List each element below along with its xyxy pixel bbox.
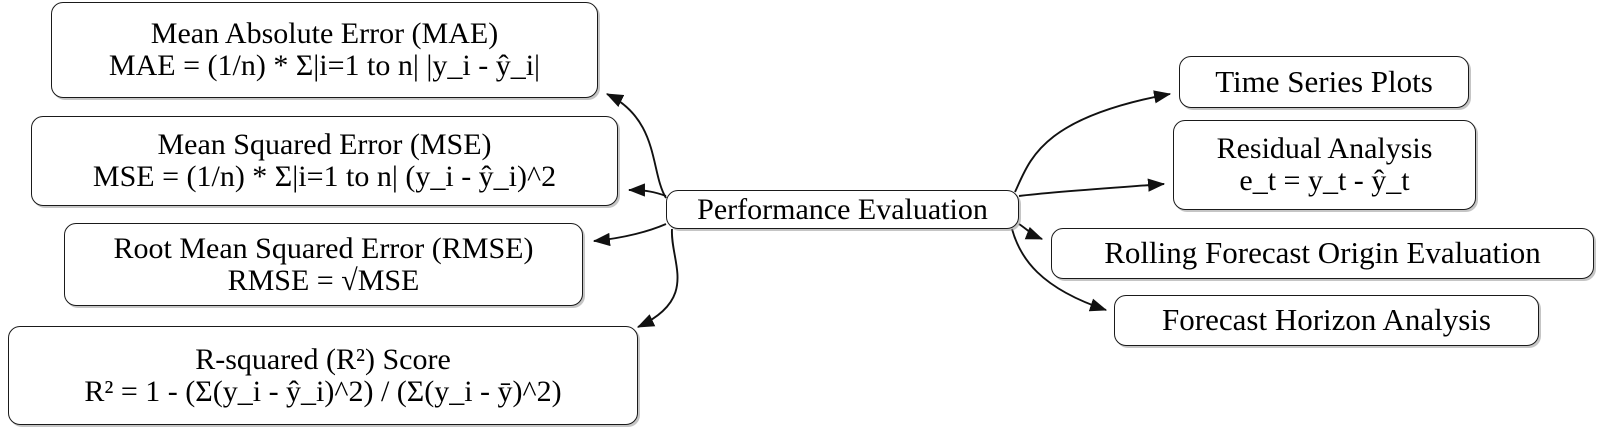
node-performance-evaluation[interactable]: Performance Evaluation — [666, 190, 1019, 229]
node-formula: R² = 1 - (Σ(y_i - ŷ_i)^2) / (Σ(y_i - ȳ)^… — [84, 374, 562, 408]
node-mean-absolute-error[interactable]: Mean Absolute Error (MAE) MAE = (1/n) * … — [51, 2, 598, 98]
node-root-mean-squared-error[interactable]: Root Mean Squared Error (RMSE) RMSE = √M… — [64, 223, 583, 306]
node-forecast-horizon-analysis[interactable]: Forecast Horizon Analysis — [1114, 295, 1539, 346]
node-formula: RMSE = √MSE — [227, 263, 420, 297]
node-title: R-squared (R²) Score — [195, 342, 451, 376]
node-r-squared-score[interactable]: R-squared (R²) Score R² = 1 - (Σ(y_i - ŷ… — [8, 326, 638, 425]
node-title: Time Series Plots — [1215, 63, 1433, 99]
node-formula: MSE = (1/n) * Σ|i=1 to n| (y_i - ŷ_i)^2 — [92, 160, 557, 193]
node-title: Mean Squared Error (MSE) — [157, 128, 492, 162]
node-title: Rolling Forecast Origin Evaluation — [1104, 235, 1541, 271]
edge-center-to-r-squared — [636, 228, 679, 328]
edge-center-to-rmse — [592, 223, 667, 247]
node-formula: MAE = (1/n) * Σ|i=1 to n| |y_i - ŷ_i| — [108, 49, 541, 82]
node-title: Root Mean Squared Error (RMSE) — [113, 231, 534, 265]
edge-center-to-mse — [627, 183, 667, 197]
node-rolling-forecast-origin-evaluation[interactable]: Rolling Forecast Origin Evaluation — [1051, 228, 1594, 279]
node-formula: e_t = y_t - ŷ_t — [1239, 164, 1410, 197]
edge-center-to-residual-analysis — [1018, 178, 1166, 197]
edge-center-to-rolling-forecast-origin-evaluation — [1018, 223, 1044, 240]
edge-center-to-time-series-plots — [1014, 90, 1172, 193]
node-title: Forecast Horizon Analysis — [1162, 302, 1491, 338]
node-title: Performance Evaluation — [697, 192, 988, 226]
node-time-series-plots[interactable]: Time Series Plots — [1179, 56, 1469, 108]
node-mean-squared-error[interactable]: Mean Squared Error (MSE) MSE = (1/n) * Σ… — [31, 116, 618, 206]
node-residual-analysis[interactable]: Residual Analysis e_t = y_t - ŷ_t — [1173, 120, 1476, 210]
node-title: Residual Analysis — [1216, 132, 1433, 166]
node-title: Mean Absolute Error (MAE) — [150, 17, 499, 51]
